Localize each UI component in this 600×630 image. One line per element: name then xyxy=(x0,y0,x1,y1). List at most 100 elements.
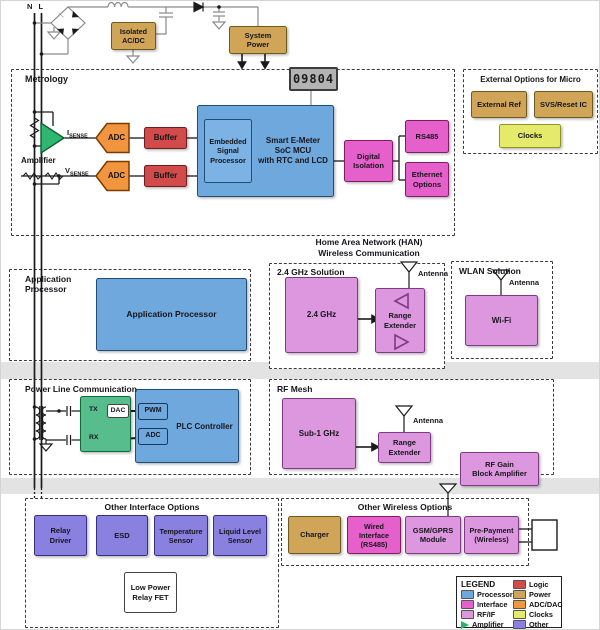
clocks-box: Clocks xyxy=(499,124,561,148)
24ghz-antenna-label: Antenna xyxy=(418,269,448,278)
plc-adc-box: ADC xyxy=(138,428,168,445)
legend-item: Logic xyxy=(513,579,563,589)
vsense-sub: SENSE xyxy=(70,171,89,178)
lcd-display: 09804 xyxy=(289,67,338,91)
legend-col-2: Logic Power ADC/DAC Clocks Other xyxy=(513,579,563,630)
other-wireless-title: Other Wireless Options xyxy=(357,502,453,512)
wlan-antenna-label: Antenna xyxy=(509,278,539,287)
legend-item: Interface xyxy=(461,599,513,609)
buffer2-box: Buffer xyxy=(144,165,187,187)
app-processor-side-label: Application Processor xyxy=(25,274,72,294)
plc-controller-label: PLC Controller xyxy=(176,422,233,431)
embedded-signal-processor-box: Embedded Signal Processor xyxy=(204,119,252,183)
legend-label: Clocks xyxy=(529,610,553,620)
low-power-relay-fet-box: Low Power Relay FET xyxy=(124,572,177,613)
application-processor-box: Application Processor xyxy=(96,278,247,351)
ethernet-options-box: Ethernet Options xyxy=(405,162,449,197)
external-options-title: External Options for Micro xyxy=(480,75,581,84)
ground-icon xyxy=(46,27,62,40)
legend-label: Amplifier xyxy=(472,620,504,630)
system-power-arrows xyxy=(237,54,270,70)
vsense-prefix: V xyxy=(65,166,71,175)
esd-box: ESD xyxy=(96,515,148,556)
legend-label: RF/IF xyxy=(477,610,496,620)
isense-label: ISENSE xyxy=(67,128,88,140)
buffer1-box: Buffer xyxy=(144,127,187,149)
legend-item: Power xyxy=(513,589,563,599)
amplifier-label: Amplifier xyxy=(21,156,56,165)
bridge-rectifier-icon xyxy=(50,6,86,40)
range-extender-amp-icons xyxy=(393,292,410,351)
legend-item: Clocks xyxy=(513,610,563,620)
rfif-swatch xyxy=(461,610,474,620)
capacitor-icon xyxy=(211,7,227,30)
legend-label: Processor xyxy=(477,589,513,599)
rx-label: RX xyxy=(89,434,99,441)
soc-mcu-box: Embedded Signal Processor Smart E-Meter … xyxy=(197,105,334,197)
legend-item: RF/IF xyxy=(461,610,513,620)
ground-icon xyxy=(125,50,141,64)
mesh-antenna-label: Antenna xyxy=(413,416,443,425)
mesh-range-extender-box: Range Extender xyxy=(378,432,431,463)
legend-item: Amplifier xyxy=(461,620,513,630)
system-power-box: System Power xyxy=(229,26,287,54)
inductor-icon xyxy=(107,1,129,8)
mosfet-icon xyxy=(156,7,173,35)
other-interface-title: Other Interface Options xyxy=(104,502,200,512)
legend-label: ADC/DAC xyxy=(529,599,563,609)
pwm-box: PWM xyxy=(138,403,168,420)
vsense-label: VSENSE xyxy=(65,166,89,178)
rf-gain-block-box: RF Gain Block Amplifier xyxy=(460,452,539,486)
ground-icon xyxy=(211,21,227,30)
diode-icon xyxy=(193,1,205,13)
clocks-swatch xyxy=(513,610,526,620)
adcdac-swatch xyxy=(513,599,526,609)
prepayment-box: Pre-Payment (Wireless) xyxy=(464,516,519,554)
soc-mcu-label: Smart E-Meter SoC MCU with RTC and LCD xyxy=(258,136,328,165)
gray-band-1 xyxy=(1,362,599,379)
24ghz-range-extender-label: Range Extender xyxy=(383,311,417,330)
han-title-line1: Home Area Network (HAN) xyxy=(315,237,423,247)
isense-prefix: I xyxy=(67,128,70,137)
legend-col-1: LEGEND Processor Interface RF/IF Amplifi… xyxy=(461,580,513,629)
legend-label: Other xyxy=(529,620,549,630)
legend-title-row: LEGEND xyxy=(461,579,513,589)
processor-swatch xyxy=(461,589,474,599)
isolated-acdc-box: Isolated AC/DC xyxy=(111,22,156,50)
gsm-gprs-box: GSM/GPRS Module xyxy=(405,516,461,554)
legend-item: Other xyxy=(513,620,563,630)
wlan-solution-title: WLAN Solution xyxy=(459,266,521,276)
digital-isolation-box: Digital Isolation xyxy=(344,140,393,182)
legend-title: LEGEND xyxy=(461,579,496,589)
isense-sub: SENSE xyxy=(69,133,88,140)
external-ref-box: External Ref xyxy=(471,91,527,118)
svs-reset-box: SVS/Reset IC xyxy=(534,91,593,118)
wifi-box: Wi-Fi xyxy=(465,295,538,346)
mains-nl-label: N L xyxy=(27,2,46,11)
legend-item: ADC/DAC xyxy=(513,599,563,609)
rs485-box: RS485 xyxy=(405,120,449,153)
rf-mesh-title: RF Mesh xyxy=(277,384,313,394)
temperature-sensor-box: Temperature Sensor xyxy=(154,515,208,556)
charger-box: Charger xyxy=(288,516,341,554)
tx-label: TX xyxy=(89,406,98,413)
logic-swatch xyxy=(513,579,526,589)
wired-interface-box: Wired Interface (RS485) xyxy=(347,516,401,554)
24ghz-range-extender-box: Range Extender xyxy=(375,288,425,353)
sim-connector-icon xyxy=(531,519,558,551)
interface-swatch xyxy=(461,599,474,609)
amplifier-swatch-icon xyxy=(461,620,469,629)
metrology-title: Metrology xyxy=(25,74,69,84)
legend: LEGEND Processor Interface RF/IF Amplifi… xyxy=(456,576,563,630)
24ghz-solution-title: 2.4 GHz Solution xyxy=(277,267,345,277)
relay-driver-box: Relay Driver xyxy=(34,515,87,556)
other-swatch xyxy=(513,620,526,629)
plc-title: Power Line Communication xyxy=(25,384,137,394)
han-title-line2: Wireless Communication xyxy=(318,248,420,258)
legend-label: Logic xyxy=(529,579,549,589)
adc1-label: ADC xyxy=(107,133,126,142)
plc-controller-box: PLC Controller xyxy=(135,389,239,463)
24ghz-radio-box: 2.4 GHz xyxy=(285,277,358,353)
power-swatch xyxy=(513,589,526,599)
